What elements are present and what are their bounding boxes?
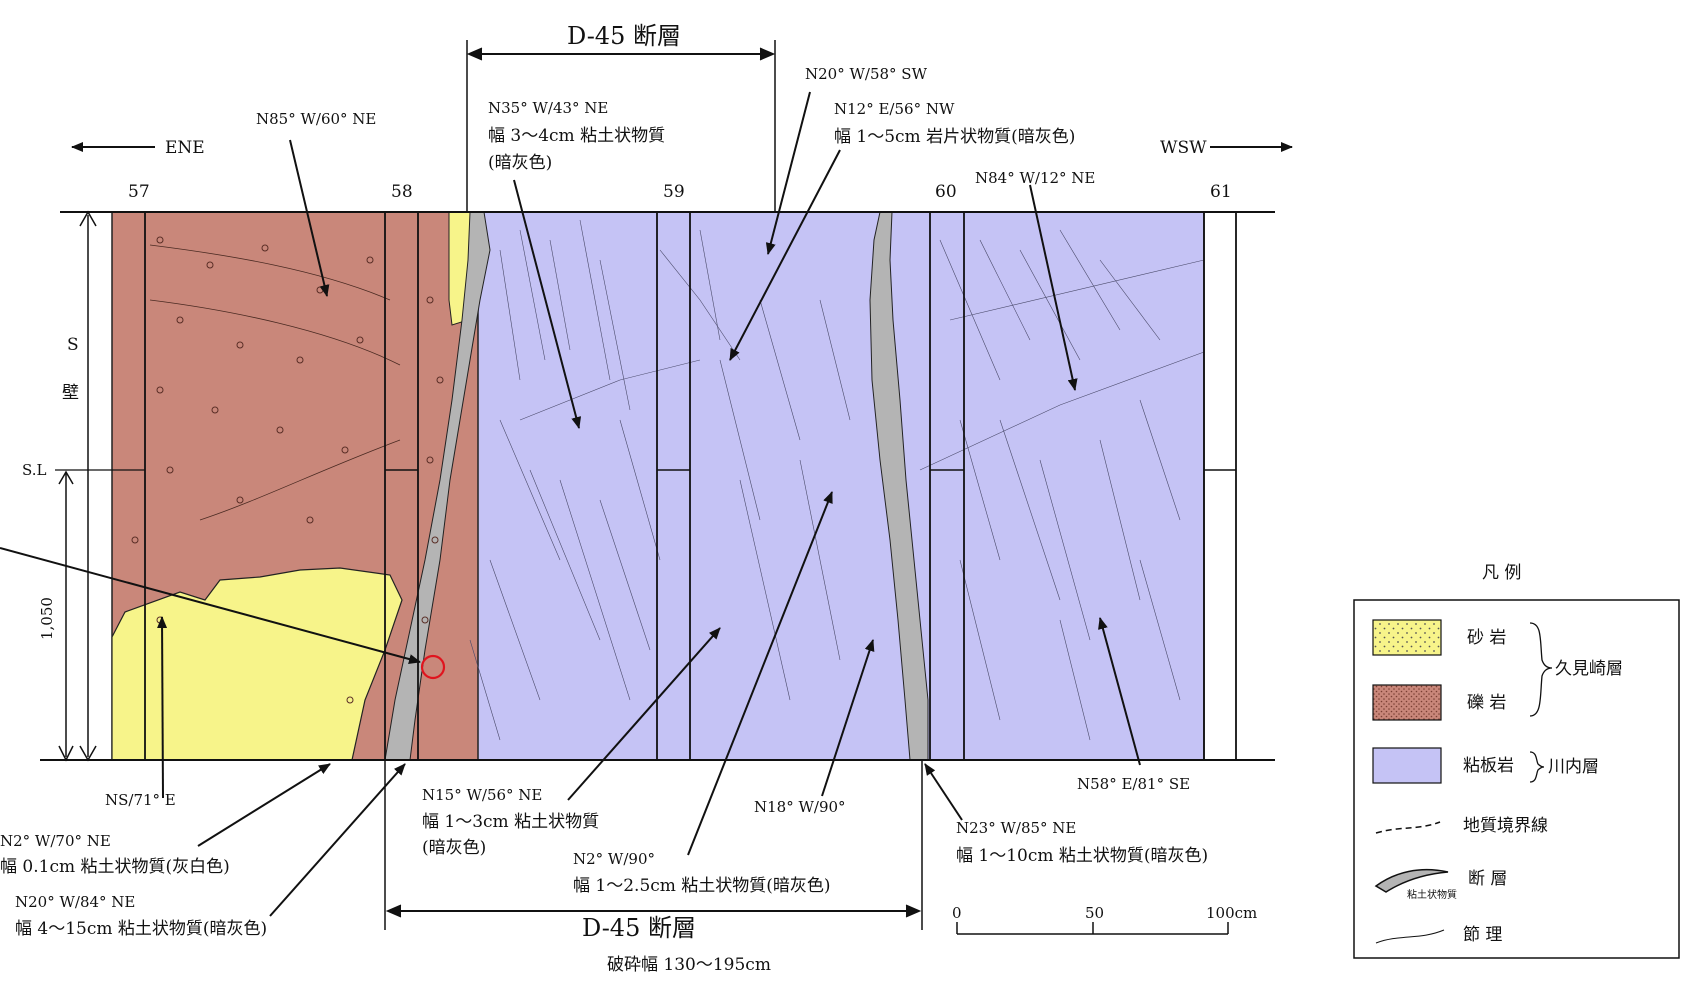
station-57: 57 bbox=[128, 182, 150, 202]
legend-slate-swatch bbox=[1372, 747, 1442, 784]
annotation-4-width: 幅 1～5cm 岩片状物質(暗灰色) bbox=[834, 127, 1075, 147]
sea-level-label: S.L bbox=[22, 461, 47, 479]
legend-sandstone-swatch bbox=[1372, 619, 1442, 656]
annotation-12-width: 幅 1～10cm 粘土状物質(暗灰色) bbox=[956, 846, 1208, 866]
station-60: 60 bbox=[935, 182, 957, 202]
station-58: 58 bbox=[391, 182, 413, 202]
conglomerate-clasts bbox=[131, 236, 444, 704]
annotation-11: N18° W/90° bbox=[754, 798, 846, 816]
fault-bottom-dim-head-left bbox=[385, 904, 402, 918]
fault-bottom-dim-head-right bbox=[905, 904, 922, 918]
legend-fault-clay-symbol bbox=[1374, 868, 1449, 893]
slate-joint-hatching bbox=[469, 219, 1205, 741]
annotation-4: N12° E/56° NW bbox=[834, 100, 955, 118]
conglomerate-bedding bbox=[149, 244, 401, 521]
scale-0: 0 bbox=[952, 904, 962, 922]
fault-clay-left bbox=[384, 211, 491, 761]
annotation-8-width: 幅 4～15cm 粘土状物質(暗灰色) bbox=[15, 919, 267, 939]
fault-title-bottom: D-45 断層 bbox=[582, 914, 696, 942]
annotation-10: N2° W/90° bbox=[573, 850, 655, 868]
height-arrow-top-head bbox=[79, 210, 97, 227]
annotation-arrows bbox=[0, 91, 1141, 917]
annotation-13: N58° E/81° SE bbox=[1077, 775, 1190, 793]
height-sl-arrow-bottom-head bbox=[58, 745, 74, 762]
slate-block bbox=[477, 211, 1205, 761]
station-59: 59 bbox=[663, 182, 685, 202]
fracture-width: 破砕幅 130～195cm bbox=[607, 955, 771, 975]
annotation-2: N35° W/43° NE bbox=[488, 99, 608, 117]
height-sl-arrow-top-head bbox=[58, 470, 74, 485]
station-61: 61 bbox=[1210, 182, 1232, 202]
annotation-6: NS/71° E bbox=[105, 791, 176, 809]
fault-top-dim-head-left bbox=[466, 47, 483, 61]
annotation-2-color: (暗灰色) bbox=[488, 153, 552, 173]
annotation-9-color: (暗灰色) bbox=[422, 838, 486, 858]
legend-slate-label: 粘板岩 bbox=[1463, 756, 1514, 776]
legend-joint-label: 節 理 bbox=[1463, 925, 1502, 945]
fault-top-dim-head-right bbox=[759, 47, 776, 61]
wall-label-kabe: 壁 bbox=[62, 383, 79, 403]
legend-boundary-line bbox=[1375, 821, 1441, 834]
legend-sandstone-label: 砂 岩 bbox=[1467, 628, 1506, 648]
annotation-2-width: 幅 3～4cm 粘土状物質 bbox=[488, 126, 665, 146]
annotation-7: N2° W/70° NE bbox=[0, 832, 111, 850]
annotation-12: N23° W/85° NE bbox=[956, 819, 1076, 837]
sandstone-lower-lobe bbox=[111, 567, 403, 761]
annotation-5: N84° W/12° NE bbox=[975, 169, 1095, 187]
legend-brace-kumisaki bbox=[1529, 622, 1553, 717]
annotation-7-width: 幅 0.1cm 粘土状物質(灰白色) bbox=[0, 857, 230, 877]
scale-50: 50 bbox=[1085, 904, 1104, 922]
direction-right-label: WSW bbox=[1160, 138, 1207, 158]
legend-fault-label: 断 層 bbox=[1468, 869, 1507, 889]
annotation-9-width: 幅 1～3cm 粘土状物質 bbox=[422, 812, 599, 832]
height-value: 1,050 bbox=[38, 597, 56, 640]
legend-group-kumisaki: 久見崎層 bbox=[1555, 659, 1623, 679]
annotation-3: N20° W/58° SW bbox=[805, 65, 928, 83]
fault-title-top: D-45 断層 bbox=[567, 22, 681, 50]
legend-joint-line bbox=[1375, 929, 1445, 944]
legend-conglomerate-swatch bbox=[1372, 684, 1442, 721]
annotation-8: N20° W/84° NE bbox=[15, 893, 135, 911]
legend-boundary-label: 地質境界線 bbox=[1463, 816, 1548, 836]
legend-conglomerate-label: 礫 岩 bbox=[1467, 693, 1506, 713]
wall-label-s: S bbox=[67, 335, 79, 355]
grid-columns bbox=[144, 212, 1237, 760]
annotation-1: N85° W/60° NE bbox=[256, 110, 376, 128]
annotation-9: N15° W/56° NE bbox=[422, 786, 542, 804]
direction-left-label: ENE bbox=[165, 138, 205, 158]
legend-brace-sendai bbox=[1529, 751, 1545, 783]
location-marker bbox=[420, 654, 446, 680]
scale-bar bbox=[956, 922, 1229, 935]
legend-title: 凡 例 bbox=[1482, 563, 1521, 583]
annotation-10-width: 幅 1～2.5cm 粘土状物質(暗灰色) bbox=[573, 876, 831, 896]
legend-fault-clay-label: 粘土状物質 bbox=[1407, 888, 1457, 901]
legend-group-sendai: 川内層 bbox=[1548, 757, 1599, 777]
height-arrow-bottom-head bbox=[79, 745, 97, 762]
scale-100: 100cm bbox=[1206, 904, 1257, 922]
